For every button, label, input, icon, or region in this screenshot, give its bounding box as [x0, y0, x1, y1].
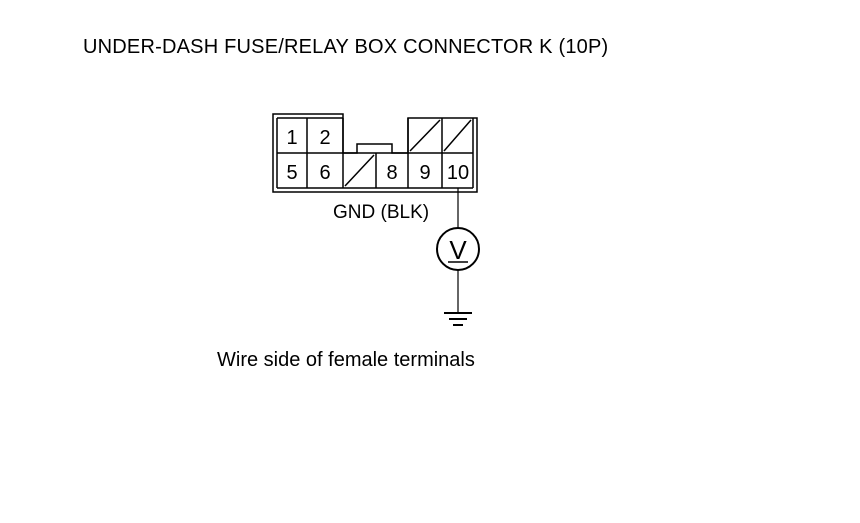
voltmeter-icon: V — [436, 227, 480, 271]
empty-cavity-7 — [344, 154, 375, 187]
pin-label: 5 — [286, 162, 297, 184]
ground-icon — [444, 312, 472, 326]
empty-cavity-3 — [409, 119, 441, 152]
diagram-title: UNDER-DASH FUSE/RELAY BOX CONNECTOR K (1… — [83, 36, 609, 58]
diagram-caption: Wire side of female terminals — [217, 349, 475, 371]
pin-label: 6 — [319, 162, 330, 184]
pin-label: 2 — [319, 127, 330, 149]
wire-label: GND (BLK) — [333, 202, 429, 223]
pin-label: 10 — [447, 162, 469, 184]
pin-label: 1 — [286, 127, 297, 149]
empty-cavity-4 — [443, 119, 472, 152]
pin-label: 8 — [386, 162, 397, 184]
voltmeter-symbol: V — [449, 235, 467, 265]
pin-label: 9 — [419, 162, 430, 184]
connector-body — [272, 113, 478, 193]
